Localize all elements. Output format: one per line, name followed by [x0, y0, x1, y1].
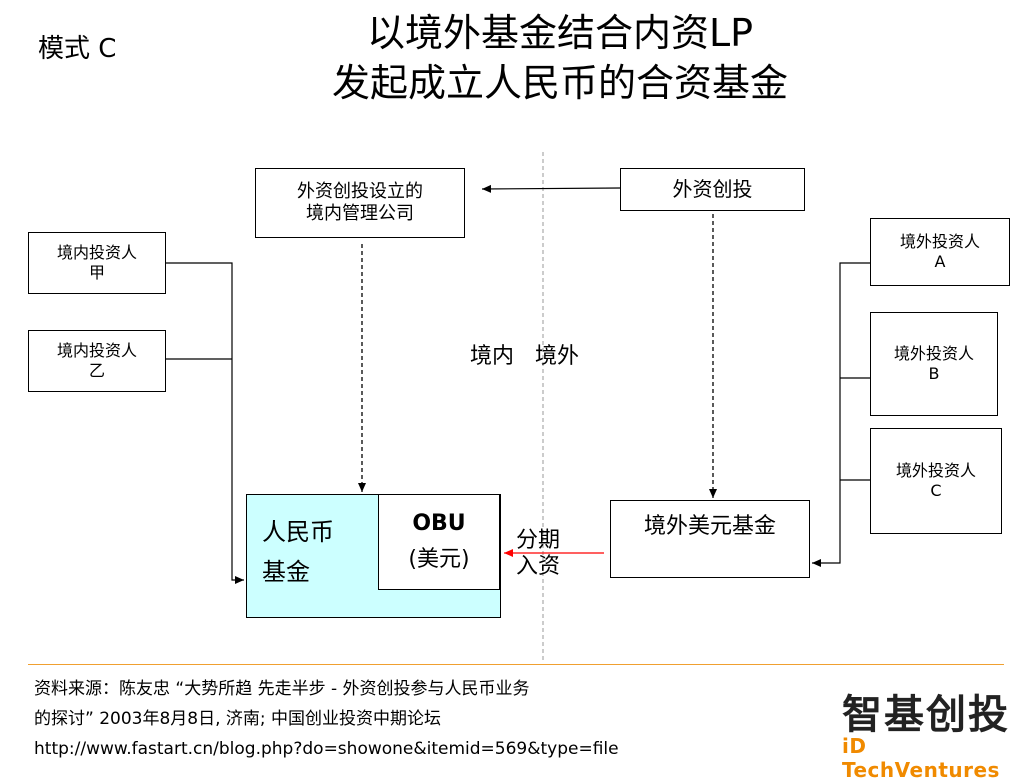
region-labels: 境内 境外: [470, 338, 579, 370]
offshore-region-label: 境外: [535, 344, 580, 369]
domestic-management-company: 外资创投设立的 境内管理公司: [255, 168, 465, 238]
mgmt-line-1: 外资创投设立的: [297, 180, 423, 202]
installment-investment-label: 分期 入资: [516, 528, 582, 580]
source-line-2: 的探讨” 2003年8月8日, 济南; 中国创业投资中期论坛: [34, 709, 442, 729]
offshore-usd-fund: 境外美元基金: [610, 500, 810, 578]
mode-label: 模式 C: [38, 34, 117, 64]
offshore-b-line-2: B: [928, 364, 940, 383]
rmb-fund-label: 人民币 基金: [262, 512, 334, 592]
domestic-investor-b: 境内投资人 乙: [28, 330, 166, 392]
obu-account: OBU (美元): [378, 494, 500, 590]
foreign-vc-label: 外资创投: [672, 177, 753, 201]
page-title: 以境外基金结合内资LP 发起成立人民币的合资基金: [200, 8, 920, 108]
offshore-investor-b: 境外投资人 B: [870, 312, 998, 416]
title-line-1: 以境外基金结合内资LP: [366, 11, 754, 55]
source-line-1: 资料来源：陈友忠 “大势所趋 先走半步 - 外资创投参与人民币业务: [34, 679, 530, 699]
rmb-fund-line-1: 人民币: [262, 518, 334, 546]
investor-a-line-1: 境内投资人: [56, 243, 137, 262]
source-citation: 资料来源：陈友忠 “大势所趋 先走半步 - 外资创投参与人民币业务 的探讨” 2…: [34, 674, 824, 764]
flow-line-1: 分期: [516, 528, 561, 553]
offshore-investor-a: 境外投资人 A: [870, 218, 1010, 286]
offshore-investors-connector: [812, 262, 870, 567]
offshore-b-line-1: 境外投资人: [893, 344, 974, 363]
source-url[interactable]: http://www.fastart.cn/blog.php?do=showon…: [34, 739, 619, 759]
offshore-c-line-1: 境外投资人: [895, 461, 976, 480]
obu-line-1: OBU: [412, 511, 466, 536]
flow-line-2: 入资: [516, 554, 561, 579]
foreign-vc: 外资创投: [620, 168, 805, 211]
domestic-investor-a: 境内投资人 甲: [28, 232, 166, 294]
rmb-fund-line-2: 基金: [262, 558, 310, 586]
offshore-usd-fund-label: 境外美元基金: [643, 514, 776, 539]
vc-to-mgmt-arrow: [481, 184, 621, 193]
investor-b-line-1: 境内投资人: [56, 341, 137, 360]
offshore-c-line-2: C: [930, 481, 942, 500]
title-line-2: 发起成立人民币的合资基金: [331, 61, 788, 105]
investor-a-line-2: 甲: [88, 263, 105, 282]
domestic-region-label: 境内: [470, 344, 515, 369]
logo-english-name: iD TechVentures: [842, 734, 1000, 782]
offshore-a-line-1: 境外投资人: [899, 232, 980, 251]
logo-chinese-name: 智基创投: [842, 692, 1010, 738]
investor-b-line-2: 乙: [88, 361, 105, 380]
mgmt-line-2: 境内管理公司: [306, 203, 414, 224]
obu-line-2: (美元): [408, 547, 470, 572]
offshore-investor-c: 境外投资人 C: [870, 428, 1002, 534]
domestic-investors-connector: [166, 262, 244, 584]
offshore-a-line-2: A: [934, 252, 946, 271]
footer-divider: [28, 664, 1004, 665]
